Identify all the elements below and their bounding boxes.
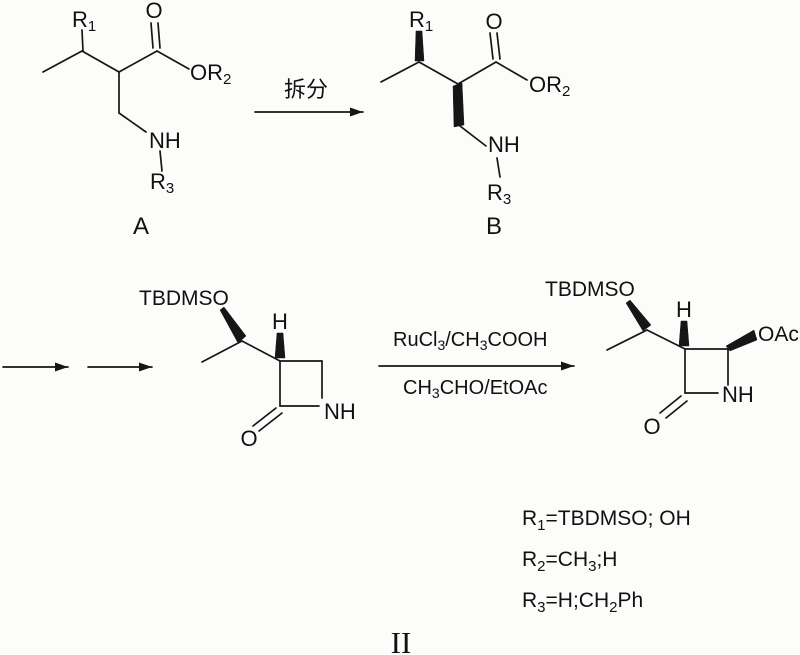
compound-b-tag: B xyxy=(486,213,502,240)
r-group-definitions: R1=TBDMSO; OH R2=CH3;H R3=H;CH2Ph xyxy=(522,507,691,616)
azetidinone-stereo-h-label: H xyxy=(272,309,288,334)
a-ester-bond xyxy=(156,50,190,70)
azetidinone-c2-o-double-bond-1 xyxy=(252,407,277,427)
azetidinone-silyloxy-wedge-bond xyxy=(219,306,247,344)
compound-a-structure: R1 O OR2 NH R3 A xyxy=(42,0,231,240)
b-carbonyl-double-bond-1 xyxy=(489,32,494,60)
r2-definition: R2=CH3;H xyxy=(522,548,617,575)
conditions-below-label: CH3CHO/EtOAc xyxy=(403,377,547,401)
b-ester-bond xyxy=(495,61,528,81)
product-silyloxy-wedge-bond xyxy=(625,299,652,332)
b-ch2-n-bond xyxy=(459,125,487,147)
a-r3-label: R3 xyxy=(150,169,174,197)
oxidation-arrow: RuCl3/CH3COOH CH3CHO/EtOAc xyxy=(378,329,575,401)
azetidinone-structure: TBDMSO H NH O xyxy=(139,287,356,451)
product-carbonyl-o-label: O xyxy=(643,414,660,439)
a-r1-label: R1 xyxy=(72,7,96,35)
b-aminomethyl-wedge-bond xyxy=(452,82,465,128)
conditions-above-label: RuCl3/CH3COOH xyxy=(393,329,548,353)
b-carbonyl-double-bond-2 xyxy=(496,32,501,60)
a-n-r3-bond xyxy=(159,150,163,172)
azetidinone-c2-o-double-bond-2 xyxy=(258,412,283,432)
b-nh-label: NH xyxy=(488,132,520,157)
a-aminomethyl-bonds xyxy=(118,71,147,133)
a-carbonyl-double-bond-1 xyxy=(150,22,154,49)
b-skeleton-bonds xyxy=(380,61,497,85)
b-r1-label: R1 xyxy=(409,7,433,35)
b-carbonyl-o-label: O xyxy=(485,9,502,34)
azetidinone-sidechain-bond xyxy=(241,340,281,362)
a-r1-bond xyxy=(81,29,84,52)
azetidinone-nh-label: NH xyxy=(324,399,356,424)
product-sidechain-bond xyxy=(646,329,686,350)
azetidinone-methyl-bond xyxy=(201,340,243,363)
product-h-wedge-bond xyxy=(678,320,690,347)
b-n-r3-bond xyxy=(496,157,501,178)
a-carbonyl-o-label: O xyxy=(145,0,162,23)
azetidinone-carbonyl-o-label: O xyxy=(240,426,257,451)
product-structure: TBDMSO H OAc NH O xyxy=(545,278,799,439)
product-oac-wedge-bond xyxy=(725,329,758,352)
resolution-reagent-label: 拆分 xyxy=(284,77,328,102)
a-skeleton-bonds xyxy=(42,50,158,73)
product-c2-o-double-bond-1 xyxy=(659,395,682,414)
azetidinone-tbdmso-label: TBDMSO xyxy=(139,287,229,310)
product-oac-label: OAc xyxy=(758,323,799,346)
b-r3-label: R3 xyxy=(487,180,511,208)
b-r1-wedge-bond xyxy=(414,30,425,62)
compound-a-tag: A xyxy=(133,213,149,240)
product-stereo-h-label: H xyxy=(676,297,692,322)
a-carbonyl-double-bond-2 xyxy=(157,22,161,49)
azetidinone-h-wedge-bond xyxy=(274,332,286,359)
compound-b-structure: R1 O OR2 NH R3 B xyxy=(380,7,570,240)
r3-definition: R3=H;CH2Ph xyxy=(522,589,643,616)
resolution-arrow: 拆分 xyxy=(254,77,364,117)
r1-definition: R1=TBDMSO; OH xyxy=(522,507,691,534)
a-nh-label: NH xyxy=(149,128,181,153)
b-or2-label: OR2 xyxy=(529,72,570,100)
a-or2-label: OR2 xyxy=(190,60,231,88)
product-methyl-bond xyxy=(606,329,648,351)
product-c2-o-double-bond-2 xyxy=(665,400,688,419)
product-tbdmso-label: TBDMSO xyxy=(545,278,635,301)
scheme-numeral: II xyxy=(391,625,412,655)
product-nh-label: NH xyxy=(722,382,754,407)
